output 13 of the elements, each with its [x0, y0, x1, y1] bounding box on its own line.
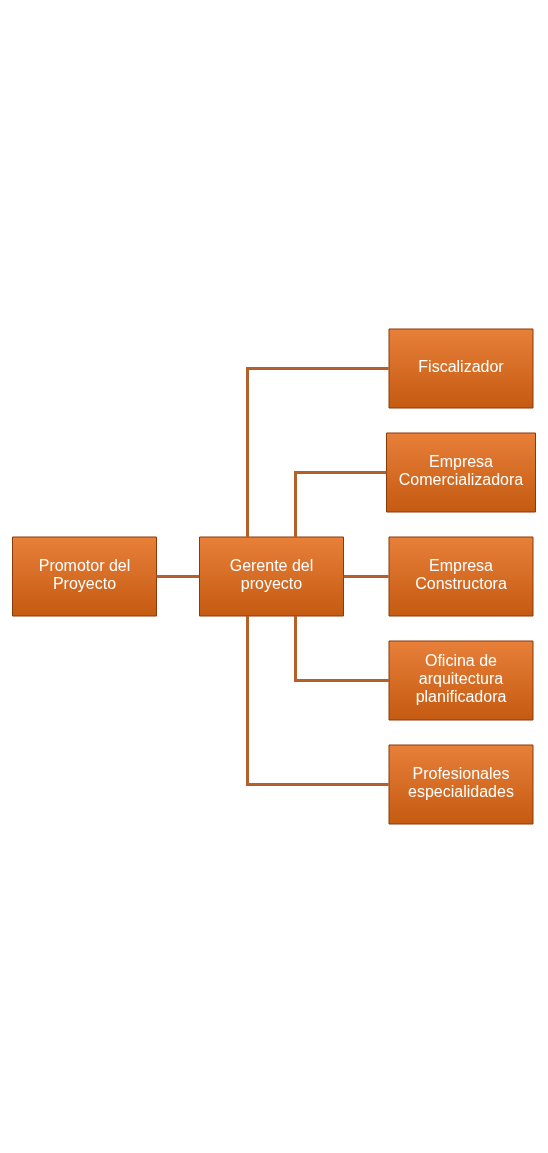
connector — [246, 616, 389, 786]
node-box: Empresa Constructora — [388, 536, 534, 617]
node-box: Oficina de arquitectura planificadora — [388, 640, 534, 721]
connector — [343, 575, 389, 578]
connector — [294, 471, 387, 537]
connector — [246, 367, 389, 537]
node-box: Gerente del proyecto — [199, 536, 344, 617]
node-box: Fiscalizador — [388, 328, 534, 409]
connector — [156, 575, 200, 578]
node-box: Promotor del Proyecto — [12, 536, 157, 617]
node-box: Profesionales especialidades — [388, 744, 534, 825]
node-box: Empresa Comercializadora — [386, 432, 536, 513]
connector — [294, 616, 389, 682]
